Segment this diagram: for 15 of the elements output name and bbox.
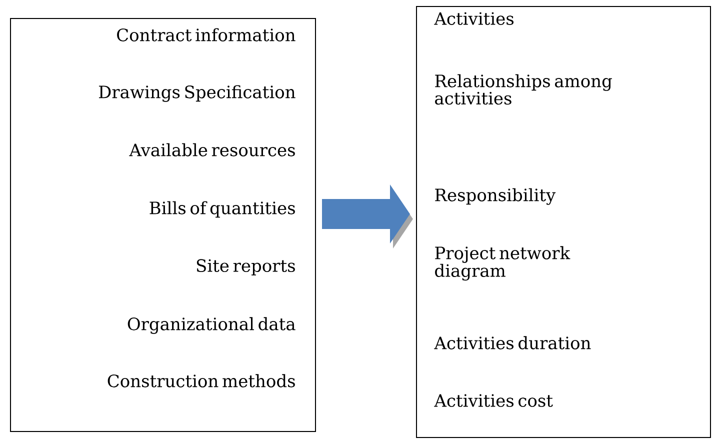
list-item: Site reports [196, 259, 295, 276]
text-box [416, 6, 711, 438]
list-item: Drawings Specification [98, 85, 296, 102]
list-item: Project network diagram [435, 246, 570, 281]
list-item: Activities duration [434, 336, 591, 350]
list-item: Organizational data [128, 317, 296, 334]
list-item: Contract information [117, 28, 296, 42]
text-box [10, 18, 316, 432]
list-item: Relationships among activities [435, 74, 612, 105]
list-item: Construction methods [108, 374, 295, 388]
list-item: Responsibility [435, 188, 556, 205]
list-item: Activities [434, 12, 514, 25]
list-item: Bills of quantities [150, 201, 295, 218]
list-item: Activities cost [434, 394, 553, 407]
list-item: Available resources [129, 143, 295, 156]
